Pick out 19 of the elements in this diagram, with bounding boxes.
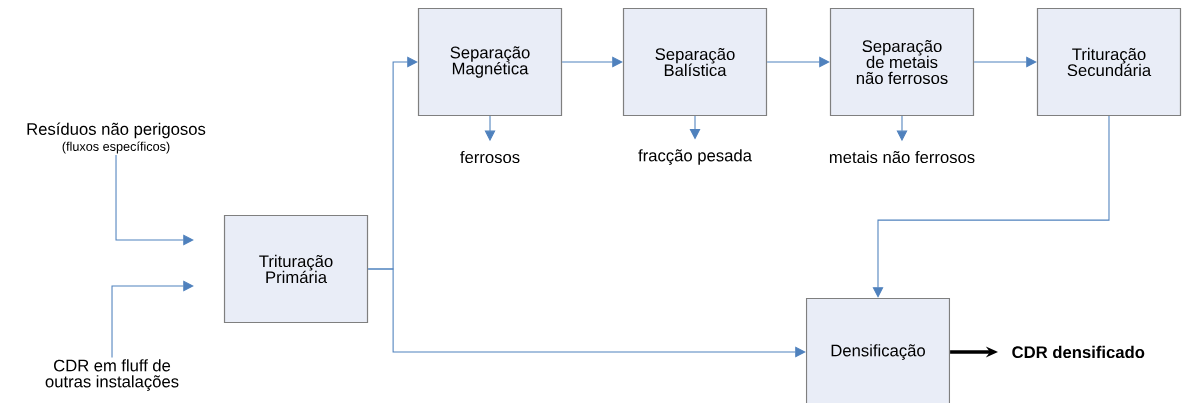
output-label: metais não ferrosos [829, 150, 975, 164]
arrow [561, 56, 623, 68]
output-label: fracção pesada [638, 149, 752, 165]
arrow [973, 56, 1037, 68]
output-label: ferrosos [460, 150, 520, 164]
process-box: Trituração Secundária [1036, 7, 1182, 117]
process-box: Separação de metais não ferrosos [829, 7, 975, 117]
product-label: CDR densificado [1012, 345, 1145, 359]
process-box: Trituração Primária [223, 214, 369, 324]
input-label: Resíduos não perigosos (fluxos específicos) [27, 122, 206, 154]
input-label: CDR em fluff de outras instalações [45, 359, 179, 391]
arrow [766, 56, 830, 68]
arrow [115, 154, 194, 246]
arrow [367, 268, 806, 358]
arrow [111, 280, 194, 359]
arrow [872, 115, 1110, 298]
process-box: Separação Magnética [417, 7, 563, 117]
process-box: Separação Balística [622, 7, 768, 117]
process-box: Densificação [805, 297, 951, 403]
